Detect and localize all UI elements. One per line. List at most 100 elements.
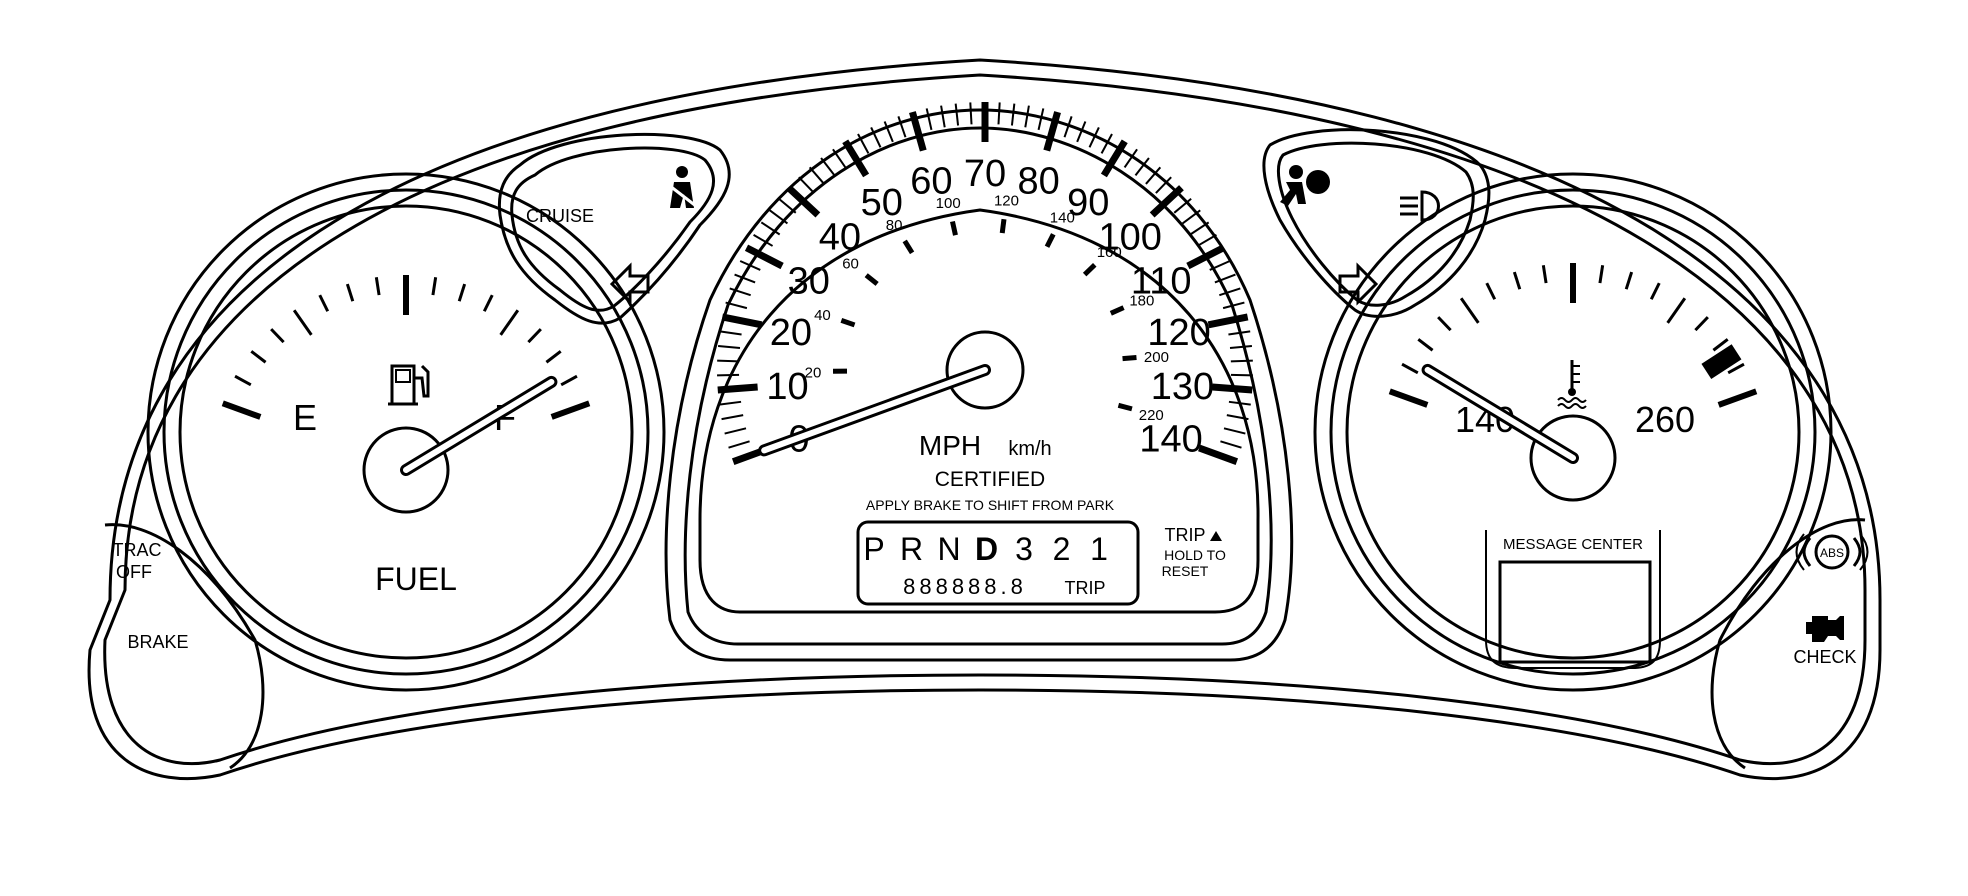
mph-label: 110: [1131, 261, 1192, 303]
mph-tick: [1228, 400, 1251, 406]
temperature-tick: [1417, 338, 1434, 352]
mph-label: 30: [788, 261, 830, 303]
fuel-tick: [250, 350, 267, 364]
fuel-needle: [400, 375, 558, 476]
shift-notice: APPLY BRAKE TO SHIFT FROM PARK: [866, 497, 1115, 513]
fuel-tick: [499, 309, 520, 336]
temperature-tick: [1437, 316, 1452, 332]
mph-tick: [798, 176, 815, 194]
mph-tick: [1198, 444, 1239, 465]
mph-tick: [1196, 233, 1217, 247]
temperature-tick: [1666, 297, 1687, 324]
mph-tick: [909, 111, 927, 152]
mph-label: 120: [1147, 312, 1210, 354]
mph-tick: [1010, 103, 1016, 126]
mph-tick: [832, 148, 847, 169]
temperature-needle: [1421, 363, 1579, 464]
kmh-tick: [950, 220, 958, 236]
mph-tick: [739, 260, 761, 271]
mph-tick: [744, 244, 784, 270]
mph-tick: [870, 126, 882, 148]
mph-tick: [883, 121, 894, 143]
fuel-gauge-ticks: [221, 275, 591, 420]
mph-tick: [1229, 344, 1253, 349]
mph-tick: [1209, 260, 1231, 271]
temperature-tick: [1388, 388, 1429, 408]
mph-tick: [1181, 209, 1201, 225]
mph-tick: [1076, 121, 1087, 143]
fuel-tick: [482, 294, 494, 312]
kmh-tick: [902, 239, 915, 255]
abs-icon: [1795, 533, 1869, 571]
mph-tick: [769, 209, 789, 225]
prndl-gear-d: D: [975, 531, 998, 567]
mph-tick: [760, 221, 781, 236]
mph-tick: [1123, 148, 1138, 169]
mph-tick: [1043, 111, 1061, 152]
mph-label: 90: [1067, 182, 1109, 224]
mph-label: 10: [766, 366, 808, 408]
mph-tick: [1186, 244, 1226, 270]
mph-tick: [1173, 197, 1192, 214]
kmh-label: 200: [1144, 349, 1169, 366]
kmh-tick: [1082, 263, 1097, 277]
mph-tick: [725, 301, 748, 310]
mph-tick: [1212, 383, 1253, 394]
temperature-tick: [1712, 338, 1729, 352]
odometer-value: 888888.8: [903, 574, 1027, 599]
mph-tick: [808, 166, 825, 185]
kmh-label: 120: [994, 192, 1019, 209]
kmh-tick: [1117, 402, 1133, 412]
mph-tick: [954, 103, 960, 126]
headlamp-icon: [1400, 190, 1440, 222]
temperature-tick: [1624, 271, 1634, 290]
fuel-tick: [527, 328, 542, 344]
check-engine-indicator: CHECK: [1793, 647, 1856, 667]
mph-tick: [1155, 176, 1172, 194]
trip-hint-line2: RESET: [1162, 563, 1209, 579]
temperature-tick: [1485, 282, 1497, 300]
prndl-gear-p: P: [863, 531, 884, 567]
trip-hint-line1: HOLD TO: [1164, 547, 1226, 563]
kmh-label: 40: [814, 307, 831, 324]
kmh-tick: [1122, 355, 1137, 362]
mph-tick: [729, 287, 751, 297]
trip-button-label[interactable]: TRIP: [1164, 525, 1205, 545]
mph-tick: [1088, 126, 1100, 148]
prndl-gear-n: N: [937, 531, 960, 567]
mph-tick: [721, 313, 763, 329]
mph-tick: [842, 139, 870, 178]
airbag-pod: [1262, 128, 1491, 318]
turn-right-arrow-icon: [1338, 262, 1379, 306]
mph-tick: [1189, 221, 1210, 236]
trac-off-indicator-line2: OFF: [116, 562, 152, 582]
brake-indicator: BRAKE: [127, 632, 188, 652]
mph-tick: [1226, 414, 1249, 421]
cruise-pod: [497, 132, 731, 325]
fuel-tick: [457, 283, 467, 302]
temperature-tick: [1694, 316, 1709, 332]
speedometer-unit-mph: MPH: [919, 430, 981, 461]
mph-tick: [1228, 330, 1251, 336]
fuel-tick: [431, 277, 438, 296]
mph-tick: [719, 330, 742, 336]
speedometer-needle-body: [761, 367, 988, 454]
kmh-tick: [1044, 233, 1056, 248]
speedometer-unit-kmh: km/h: [1008, 438, 1051, 460]
mph-tick: [969, 102, 973, 125]
mph-tick: [1207, 313, 1249, 329]
mph-label: 100: [1098, 216, 1161, 258]
mph-tick: [997, 102, 1001, 125]
mph-tick: [786, 185, 821, 218]
trac-off-indicator-line1: TRAC: [113, 540, 162, 560]
mph-tick: [1222, 301, 1245, 310]
kmh-label: 80: [886, 217, 903, 234]
abs-indicator: ABS: [1820, 546, 1844, 560]
mph-label: 130: [1151, 366, 1214, 408]
kmh-label: 100: [936, 195, 961, 212]
fuel-tick: [374, 277, 381, 296]
temperature-needle-body: [1424, 366, 1576, 461]
kmh-tick: [864, 273, 879, 286]
